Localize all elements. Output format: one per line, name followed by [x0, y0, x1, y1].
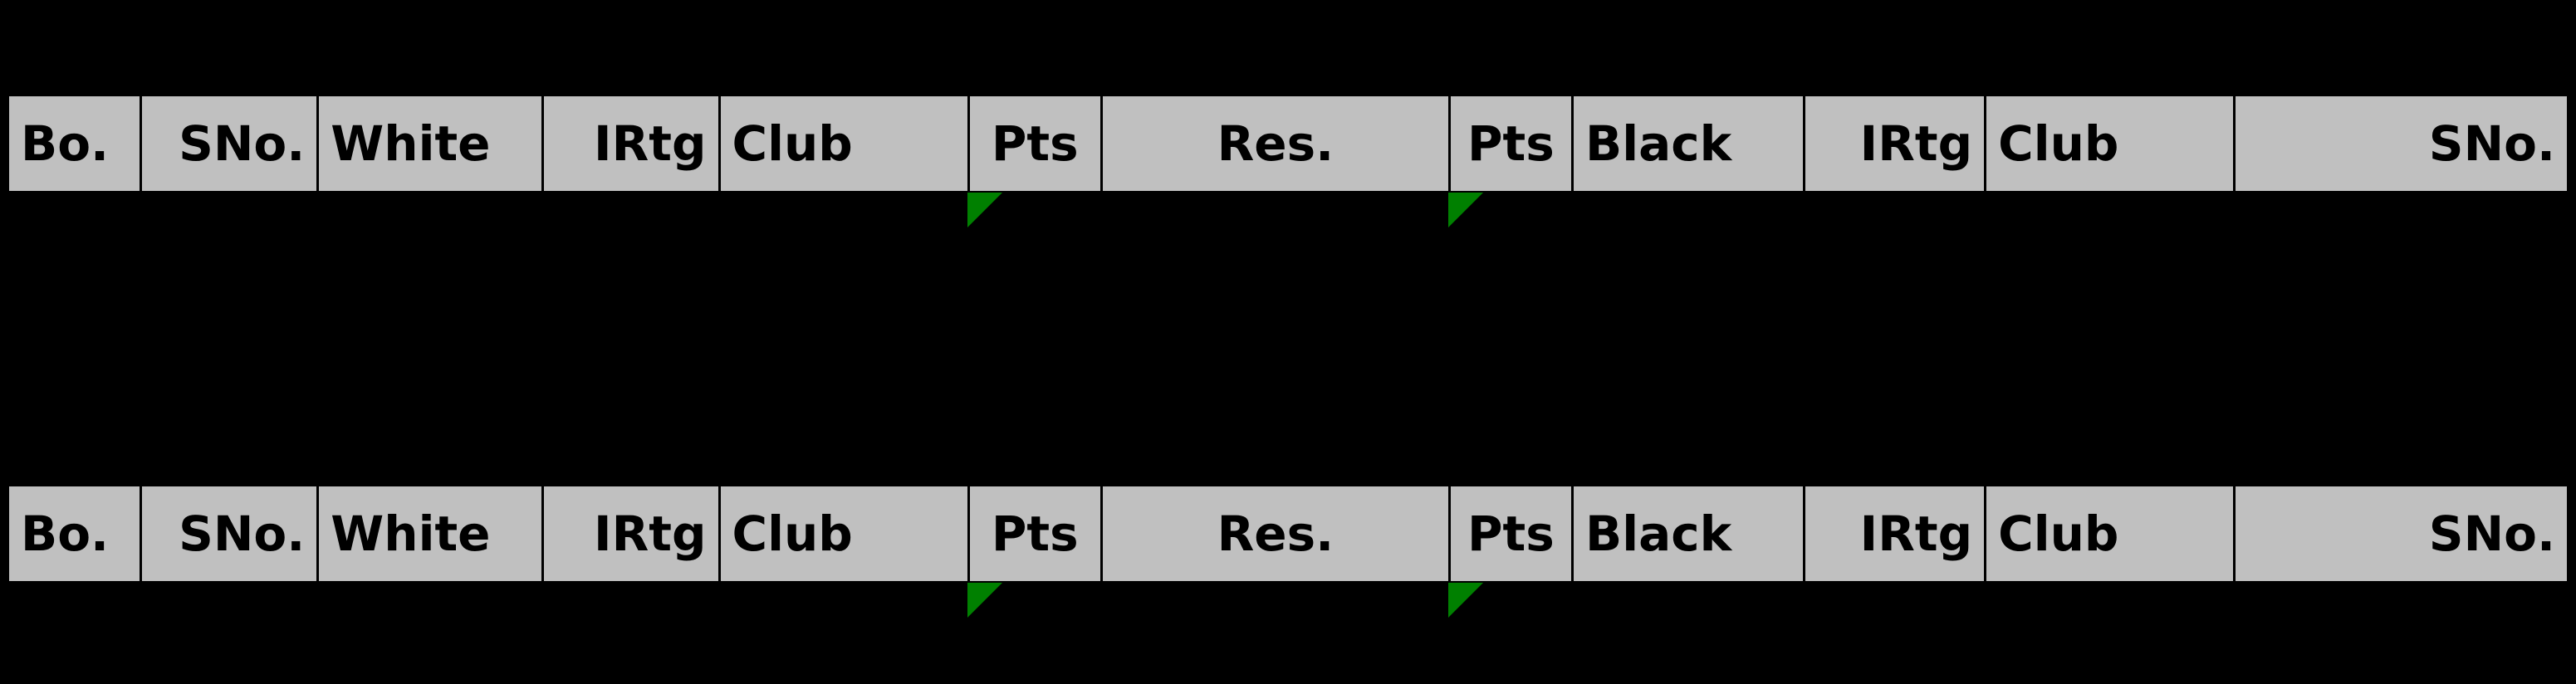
- column-header-bo-0[interactable]: Bo.: [7, 484, 140, 584]
- column-header-sno-1[interactable]: SNo.: [140, 484, 317, 584]
- column-header-sno-11[interactable]: SNo.: [2233, 94, 2569, 193]
- sort-descending-triangle-icon: [967, 193, 1002, 227]
- column-header-club-10[interactable]: Club: [1984, 94, 2234, 193]
- column-header-white-2[interactable]: White: [316, 484, 541, 584]
- sort-descending-triangle-icon: [1447, 583, 1483, 618]
- column-header-pts-7[interactable]: Pts: [1447, 484, 1571, 618]
- column-header-black-8[interactable]: Black: [1570, 94, 1804, 193]
- column-header-black-8[interactable]: Black: [1570, 484, 1804, 584]
- column-header-club-4[interactable]: Club: [717, 484, 967, 584]
- column-header-club-10[interactable]: Club: [1984, 484, 2234, 584]
- column-header-sno-11[interactable]: SNo.: [2233, 484, 2569, 584]
- column-header-irtg-3[interactable]: IRtg: [541, 484, 718, 584]
- column-header-pts-7[interactable]: Pts: [1447, 94, 1571, 227]
- column-header-pts-5[interactable]: Pts: [967, 484, 1101, 618]
- column-header-white-2[interactable]: White: [316, 94, 541, 193]
- sort-descending-triangle-icon: [967, 583, 1002, 618]
- column-header-res-6[interactable]: Res.: [1100, 484, 1448, 584]
- column-header-irtg-9[interactable]: IRtg: [1803, 94, 1985, 193]
- column-header-pts-5[interactable]: Pts: [967, 94, 1101, 227]
- sort-descending-triangle-icon: [1447, 193, 1483, 227]
- column-header-sno-1[interactable]: SNo.: [140, 94, 317, 193]
- column-header-irtg-9[interactable]: IRtg: [1803, 484, 1985, 584]
- column-header-bo-0[interactable]: Bo.: [7, 94, 140, 193]
- column-header-club-4[interactable]: Club: [717, 94, 967, 193]
- column-header-irtg-3[interactable]: IRtg: [541, 94, 718, 193]
- column-header-res-6[interactable]: Res.: [1100, 94, 1448, 193]
